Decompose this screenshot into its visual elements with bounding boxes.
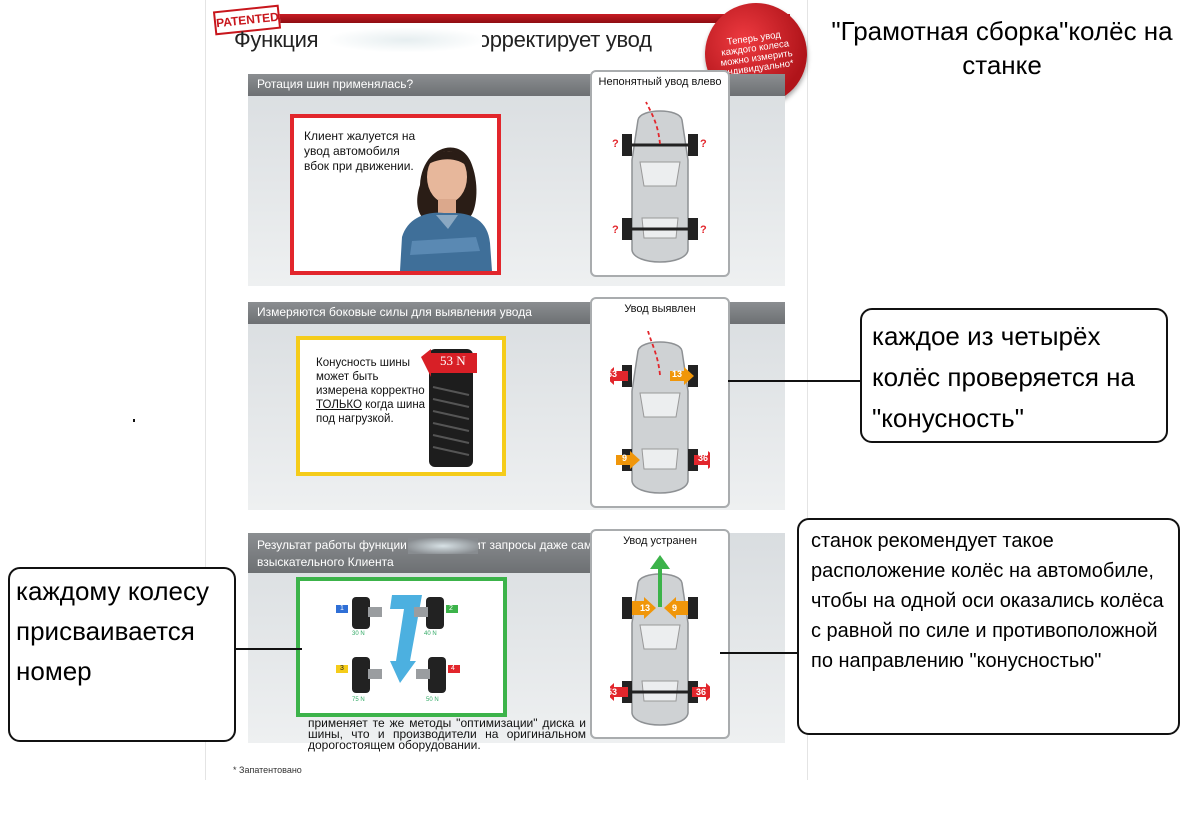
diagram-title: Увод выявлен	[624, 303, 696, 315]
overlay-headline: "Грамотная сборка"колёс на станке	[831, 16, 1173, 80]
wheel-value: 9	[672, 603, 678, 613]
connector-line	[728, 380, 862, 382]
unknown-mark: ?	[700, 224, 707, 236]
connector-line	[236, 648, 302, 650]
tire-force-label: 53 N	[440, 353, 466, 368]
card-conicity-text: Конусность шины может быть измерена корр…	[316, 356, 426, 426]
wheel-force: 50 N	[426, 697, 439, 703]
wheel-force: 75 N	[352, 697, 365, 703]
car-top-view-icon	[610, 555, 710, 726]
car-top-view-icon	[610, 331, 710, 494]
woman-photo	[400, 147, 492, 271]
unknown-mark: ?	[612, 224, 619, 236]
tire-icon	[421, 349, 477, 467]
connector-line	[720, 652, 798, 654]
wheel-value: 9	[622, 453, 628, 463]
callout-wheel-number: каждому колесу присваивается номер	[8, 567, 236, 742]
card-conicity-text-2: когда шина под нагрузкой.	[316, 399, 426, 425]
card-complaint-text: Клиент жалуется на увод автомобиля вбок …	[304, 129, 416, 173]
card-conicity-text-1: Конусность шины может быть измерена корр…	[316, 357, 425, 397]
card-wheel-numbering: 1 2 3 4 30 N 40 N 75 N 50 N	[296, 577, 507, 717]
diagram-pull-unknown: Непонятный увод влево ? ? ? ?	[590, 70, 730, 277]
brochure-title: Функция корректирует увод	[234, 27, 652, 53]
card-conicity-emphasis: ТОЛЬКО	[316, 399, 362, 411]
wheel-value: 13	[640, 603, 651, 613]
wheel-force: 30 N	[352, 631, 365, 637]
redacted-brand-blur	[330, 28, 482, 52]
wheel-value: 53	[607, 369, 618, 379]
brochure-title-right: корректирует увод	[468, 27, 652, 52]
wheel-number: 1	[340, 605, 344, 612]
callout-recommendation: станок рекомендует такое расположение ко…	[797, 518, 1180, 735]
wheel-number: 4	[451, 665, 455, 672]
wheel-value: 13	[672, 369, 683, 379]
result-footer-text: применяет те же методы "оптимизации" дис…	[308, 716, 586, 752]
callout-conicity: каждое из четырёх колёс проверяется на "…	[860, 308, 1168, 443]
stray-mark	[133, 419, 135, 422]
diagram-title: Увод устранен	[623, 535, 697, 547]
patent-footnote: * Запатентовано	[233, 765, 302, 775]
wheel-number: 2	[449, 605, 453, 612]
brochure-title-left: Функция	[234, 27, 319, 52]
wheel-value: 36	[696, 687, 707, 697]
wheel-force: 40 N	[424, 631, 437, 637]
wheel-value: 36	[698, 453, 709, 463]
wheel-swap-illustration	[336, 595, 460, 693]
car-top-view-icon	[622, 101, 698, 263]
brochure-top-rule	[230, 14, 790, 23]
unknown-mark: ?	[700, 138, 707, 150]
redacted-brand-blur	[408, 538, 478, 554]
unknown-mark: ?	[612, 138, 619, 150]
wheel-value: 53	[607, 687, 618, 697]
diagram-pull-found: Увод выявлен 53 13 9 36	[590, 297, 730, 508]
wheel-number: 3	[340, 665, 344, 672]
diagram-pull-fixed: Увод устранен 13 9 53 36	[590, 529, 730, 739]
diagram-title: Непонятный увод влево	[598, 76, 722, 88]
